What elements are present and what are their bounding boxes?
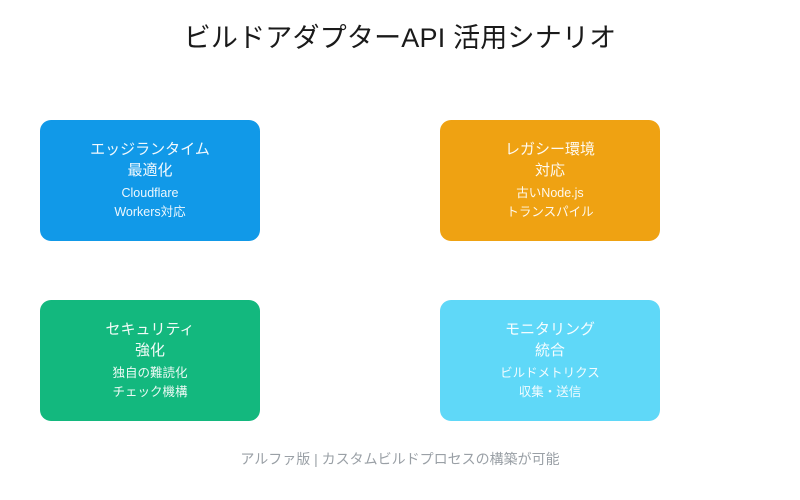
scenario-card-subtitle: 古いNode.js トランスパイル: [506, 186, 594, 219]
scenario-card-monitoring[interactable]: モニタリング 統合 ビルドメトリクス 収集・送信: [440, 300, 660, 421]
scenario-card-subtitle: ビルドメトリクス 収集・送信: [500, 366, 600, 399]
scenario-card-title: セキュリティ 強化: [105, 321, 195, 359]
scenario-card-title: レガシー環境 対応: [504, 141, 595, 179]
scenario-card-title: エッジランタイム 最適化: [90, 141, 210, 179]
scenario-card-subtitle: Cloudflare Workers対応: [114, 186, 186, 219]
scenario-card-edge-runtime[interactable]: エッジランタイム 最適化 Cloudflare Workers対応: [40, 120, 260, 241]
page-title: ビルドアダプターAPI 活用シナリオ: [183, 23, 617, 53]
scenario-card-title: モニタリング 統合: [504, 321, 595, 359]
scenario-card-grid: エッジランタイム 最適化 Cloudflare Workers対応 レガシー環境…: [40, 120, 660, 421]
scenario-card-legacy-environment[interactable]: レガシー環境 対応 古いNode.js トランスパイル: [440, 120, 660, 241]
footer-note: アルファ版 | カスタムビルドプロセスの構築が可能: [240, 451, 560, 467]
scenario-card-security[interactable]: セキュリティ 強化 独自の難読化 チェック機構: [40, 300, 260, 421]
scenario-card-subtitle: 独自の難読化 チェック機構: [112, 366, 188, 399]
